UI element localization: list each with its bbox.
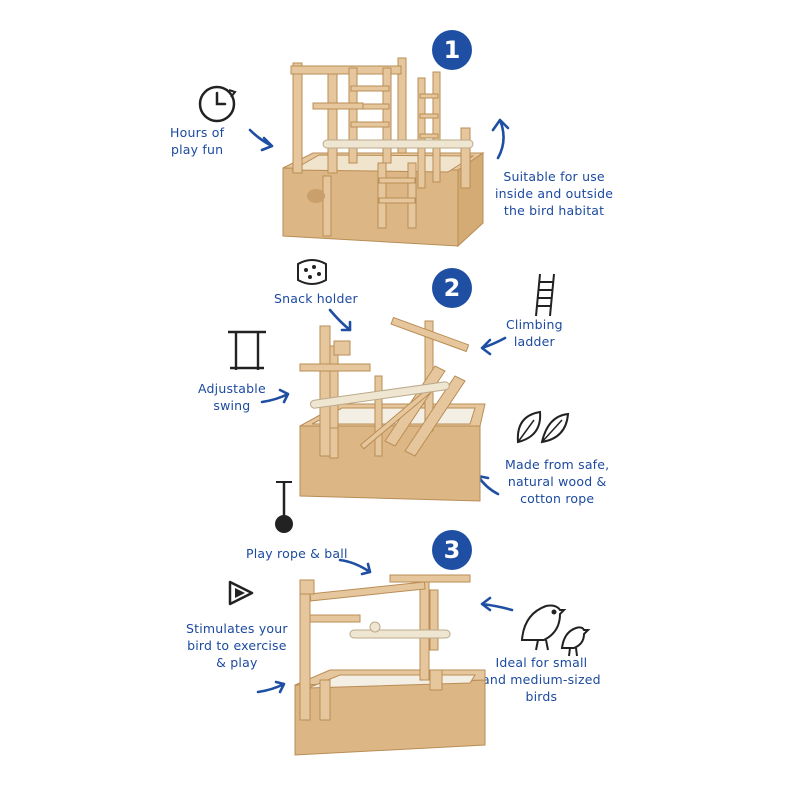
ideal-size-note: Ideal for small and medium-sized birds (482, 655, 601, 704)
rope-ball-icon (275, 481, 293, 533)
snack-holder-note: Snack holder (274, 291, 358, 306)
swing-icon (228, 330, 266, 370)
hours-of-play-note: Hours of play fun (170, 125, 225, 157)
arrow-suitable (491, 118, 510, 160)
adjustable-swing-note: Adjustable swing (198, 381, 266, 413)
section-2-badge: 2 (432, 268, 472, 308)
arrow-swing (260, 388, 290, 404)
arrow-rope-ball (338, 558, 372, 576)
arrow-hours (248, 128, 274, 152)
natural-materials-note: Made from safe, natural wood & cotton ro… (505, 457, 610, 506)
section-3-badge: 3 (432, 530, 472, 570)
stimulates-note: Stimulates your bird to exercise & play (186, 621, 288, 670)
leaves-icon (516, 410, 570, 444)
arrow-snack (328, 308, 352, 332)
arrow-climbing (480, 336, 507, 356)
suitable-note: Suitable for use inside and outside the … (495, 169, 614, 218)
clock-icon (198, 85, 237, 123)
playstand-image-1 (282, 57, 485, 248)
snack-holder-icon (297, 259, 327, 285)
playstand-image-3 (294, 574, 486, 756)
arrow-ideal (480, 596, 514, 612)
ladder-icon (535, 273, 555, 317)
climbing-ladder-note: Climbing ladder (506, 317, 563, 349)
section-1-badge: 1 (432, 30, 472, 70)
playstand-image-2 (299, 316, 486, 502)
arrow-stimulates (256, 680, 286, 694)
rope-ball-note: Play rope & ball (246, 546, 348, 561)
birds-icon (520, 604, 591, 657)
play-icon (228, 580, 254, 606)
